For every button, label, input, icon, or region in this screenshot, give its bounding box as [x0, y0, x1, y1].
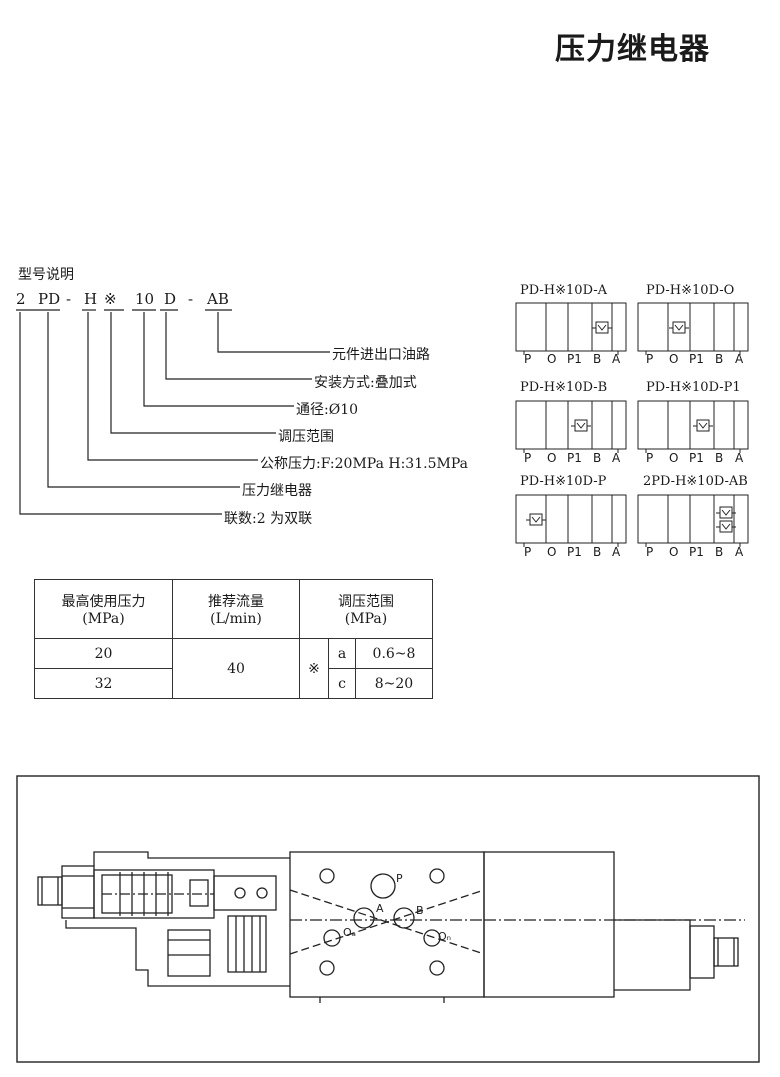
cell-code: c — [328, 668, 356, 699]
header-range-unit: (MPa) — [344, 611, 388, 627]
cell-code: a — [328, 638, 356, 669]
port-label: A — [735, 545, 744, 559]
code-part-mark: ※ — [104, 290, 117, 308]
port-label: A — [735, 352, 744, 366]
legend-ports: 元件进出口油路 — [332, 347, 430, 363]
port-label: O — [669, 545, 679, 559]
port-label: P1 — [567, 352, 582, 366]
cell-max-pressure: 32 — [34, 668, 173, 699]
port-label: B — [715, 545, 724, 559]
port-label: O — [669, 352, 679, 366]
code-part-dash2: - — [188, 290, 194, 308]
port-label: P — [646, 352, 654, 366]
port-label: A — [612, 352, 621, 366]
cell-max-pressure: 20 — [34, 638, 173, 669]
port-label: A — [612, 545, 621, 559]
port-label: O — [547, 451, 557, 465]
port-label: P — [646, 545, 654, 559]
header-max-pressure-unit: (MPa) — [82, 611, 125, 627]
symbol-title-o: PD-H※10D-O — [646, 283, 735, 298]
header-range: 调压范围 (MPa) — [299, 579, 433, 639]
legend-range: 调压范围 — [278, 429, 334, 445]
table-row: 32 c 8~20 — [34, 668, 433, 699]
code-part-d: D — [164, 290, 177, 308]
header-flow-label: 推荐流量 — [208, 594, 264, 610]
port-label: B — [593, 352, 602, 366]
legend-relay: 压力继电器 — [242, 483, 312, 499]
port-label: A — [735, 451, 744, 465]
model-heading: 型号说明 — [18, 267, 74, 283]
port-label: P — [646, 451, 654, 465]
port-label: P1 — [689, 352, 704, 366]
page-title: 压力继电器 — [555, 32, 710, 67]
port-label: P1 — [567, 545, 582, 559]
header-max-pressure-label: 最高使用压力 — [61, 594, 146, 610]
legend-size: 通径:Ø10 — [296, 402, 359, 418]
port-label: P — [524, 545, 532, 559]
port-label: P1 — [567, 451, 582, 465]
symbol-title-p: PD-H※10D-P — [520, 474, 607, 489]
legend-mounting: 安装方式:叠加式 — [314, 375, 417, 391]
drawing-label-ob: Oₙ — [438, 930, 451, 943]
header-range-label: 调压范围 — [338, 594, 394, 610]
header-flow-unit: (L/min) — [210, 611, 262, 627]
port-label: P — [524, 352, 532, 366]
port-label: P1 — [689, 545, 704, 559]
symbol-title-ab: 2PD-H※10D-AB — [643, 474, 748, 489]
cell-range: 0.6~8 — [355, 638, 433, 669]
port-label: P1 — [689, 451, 704, 465]
table-row: 20 40 ※ a 0.6~8 — [34, 638, 433, 699]
symbol-title-a: PD-H※10D-A — [520, 283, 608, 298]
header-max-pressure: 最高使用压力 (MPa) — [34, 579, 173, 639]
symbol-title-p1: PD-H※10D-P1 — [646, 380, 741, 395]
code-part-pd: PD — [38, 290, 61, 308]
code-part-2: 2 — [16, 290, 26, 308]
drawing-label-oa: Oₐ — [343, 926, 356, 939]
drawing-label-b: B — [416, 904, 424, 917]
code-part-h: H — [84, 290, 98, 308]
legend-units: 联数:2 为双联 — [224, 511, 313, 527]
port-label: O — [547, 352, 557, 366]
cell-range: 8~20 — [355, 668, 433, 699]
cell-mark: ※ — [299, 638, 329, 699]
port-label: P — [524, 451, 532, 465]
port-label: O — [669, 451, 679, 465]
drawing-label-a: A — [376, 902, 384, 915]
port-label: B — [715, 352, 724, 366]
port-label: B — [715, 451, 724, 465]
port-label: O — [547, 545, 557, 559]
cell-flow: 40 — [172, 638, 300, 699]
legend-pressure: 公称压力:F:20MPa H:31.5MPa — [260, 456, 468, 472]
drawing-label-p: P — [396, 872, 403, 885]
code-part-10: 10 — [135, 290, 155, 308]
spec-table: 最高使用压力 (MPa) 推荐流量 (L/min) 调压范围 (MPa) 20 … — [34, 579, 433, 699]
code-part-dash1: - — [66, 290, 72, 308]
port-label: B — [593, 545, 602, 559]
code-part-ab: AB — [207, 290, 229, 308]
port-label: B — [593, 451, 602, 465]
symbol-title-b: PD-H※10D-B — [520, 380, 608, 395]
port-label: A — [612, 451, 621, 465]
header-flow: 推荐流量 (L/min) — [172, 579, 300, 639]
